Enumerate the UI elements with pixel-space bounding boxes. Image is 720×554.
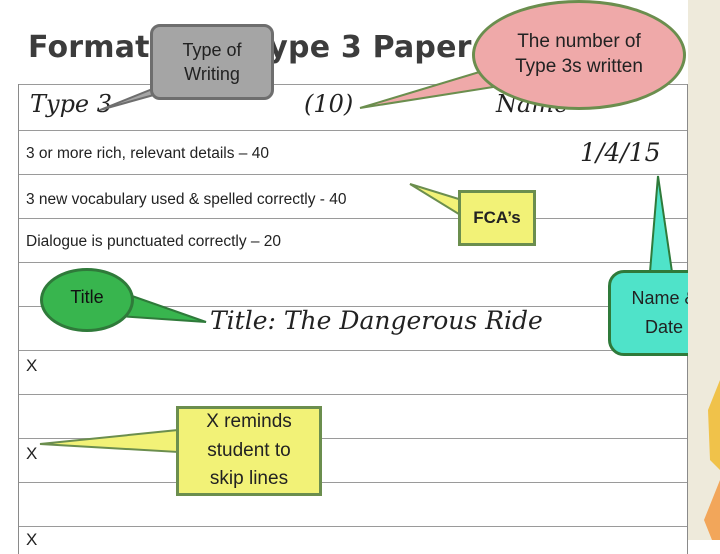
pencil-icon (688, 0, 720, 540)
paper-rule (19, 438, 687, 439)
callout-skip-lines-text: X reminds student to skip lines (206, 411, 292, 490)
callout-title: Title (40, 268, 134, 332)
paper-rule (19, 218, 687, 219)
paper-rule (19, 306, 687, 307)
callout-type-of-writing: Type of Writing (150, 24, 274, 100)
callout-name-date-text: Name & Date (631, 288, 697, 337)
paper-count: (10) (304, 90, 354, 118)
paper-rule (19, 174, 687, 175)
callout-number-written-text: The number of Type 3s written (515, 31, 643, 77)
paper-title-line: Title: The Dangerous Ride (210, 306, 543, 335)
paper-date: 1/4/15 (580, 138, 661, 167)
paper-rule (19, 84, 687, 85)
skip-mark: X (26, 356, 38, 375)
paper-rule (19, 482, 687, 483)
criterion-dialogue: Dialogue is punctuated correctly – 20 (26, 233, 282, 250)
paper-rule (19, 394, 687, 395)
callout-fca: FCA’s (458, 190, 536, 246)
callout-skip-lines: X reminds student to skip lines (176, 406, 322, 496)
skip-mark: X (26, 444, 38, 463)
criterion-details: 3 or more rich, relevant details – 40 (26, 145, 269, 162)
paper-rule (19, 526, 687, 527)
callout-number-written: The number of Type 3s written (472, 0, 686, 110)
paper-type-label: Type 3 (30, 90, 113, 118)
criterion-vocabulary: 3 new vocabulary used & spelled correctl… (26, 191, 347, 208)
paper-rule (19, 350, 687, 351)
paper-rule (19, 130, 687, 131)
paper-rule (19, 262, 687, 263)
